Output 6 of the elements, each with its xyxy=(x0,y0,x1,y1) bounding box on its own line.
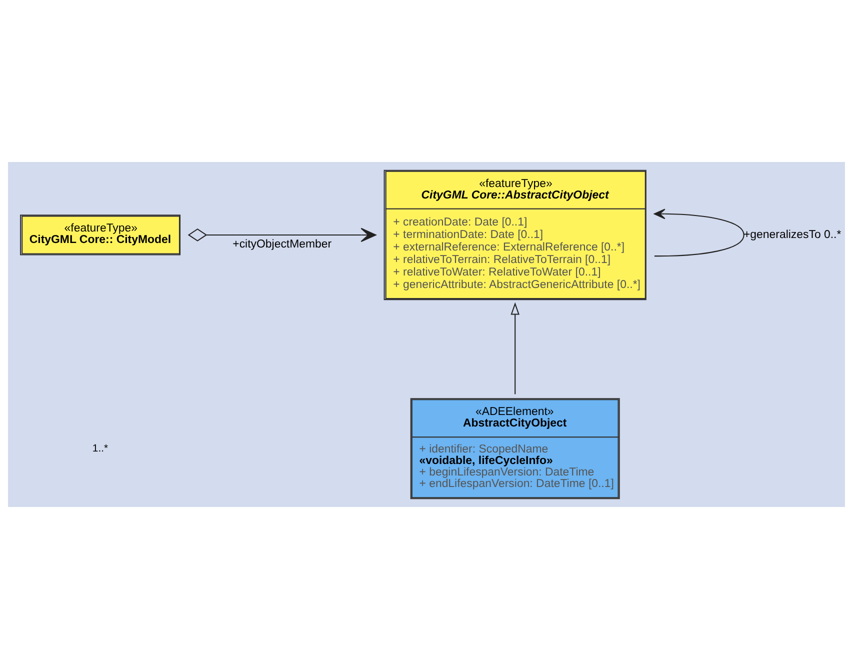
arrow xyxy=(510,302,520,394)
label: 1..* xyxy=(92,443,108,454)
edge-label: +generalizesTo 0..* xyxy=(743,228,842,241)
edge-label: +cityObjectMember xyxy=(232,238,332,250)
arrow xyxy=(188,228,376,242)
arrow xyxy=(654,208,744,257)
